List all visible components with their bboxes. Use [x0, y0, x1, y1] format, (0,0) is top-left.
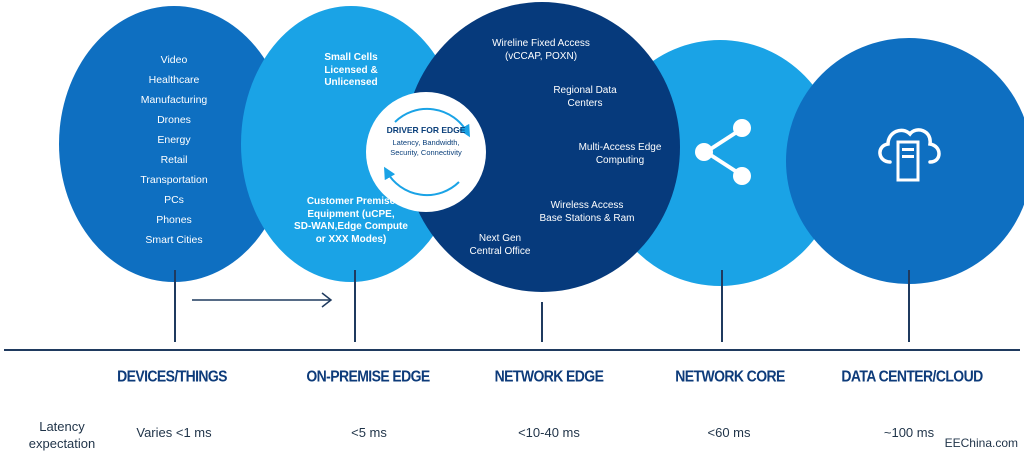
regional-line: Regional Data — [553, 85, 617, 96]
cycle-arrows-icon — [384, 107, 470, 197]
driver-line: Latency, Bandwidth, — [392, 138, 460, 147]
device-item: PCs — [164, 194, 184, 206]
latency-devices: Varies <1 ms — [136, 425, 212, 440]
baseline-divider — [4, 349, 1020, 351]
small-cells-label: Small Cells Licensed & Unlicensed — [298, 52, 404, 90]
regional-data-centers-label: Regional Data Centers — [540, 85, 630, 110]
device-item: Manufacturing — [140, 94, 208, 106]
multi-access-edge-label: Multi-Access Edge Computing — [560, 142, 680, 167]
regional-line: Centers — [567, 97, 603, 109]
driver-for-edge-title: DRIVER FOR EDGE — [386, 125, 466, 135]
latency-on-premise: <5 ms — [351, 425, 387, 440]
device-item: Healthcare — [148, 74, 200, 86]
network-core-connector — [721, 270, 723, 342]
cpe-line: Customer Premise — [306, 196, 396, 207]
small-cells-line: Licensed & — [324, 64, 378, 76]
device-item: Drones — [157, 114, 191, 126]
customer-premise-label: Customer Premise Equipment (uCPE, SD-WAN… — [278, 196, 424, 246]
mec-line: Multi-Access Edge — [578, 142, 662, 153]
latency-data-center: ~100 ms — [883, 425, 935, 440]
cpe-line: Equipment (uCPE, — [307, 208, 395, 220]
small-cells-line: Small Cells — [324, 52, 378, 63]
device-item: Energy — [157, 134, 191, 146]
latency-label-line: expectation — [28, 436, 96, 451]
tier-on-premise-edge: ON-PREMISE EDGE — [306, 367, 430, 385]
tier-devices-things: DEVICES/THINGS — [117, 367, 227, 385]
wireline-line: (vCCAP, POXN) — [504, 50, 578, 62]
cpe-line: or XXX Modes) — [315, 233, 387, 245]
small-cells-line: Unlicensed — [324, 77, 378, 88]
wireline-line: Wireline Fixed Access — [492, 38, 590, 49]
latency-expectation-label: Latency expectation — [8, 418, 116, 452]
wireless-access-label: Wireless Access Base Stations & Ram — [522, 200, 652, 225]
devices-connector — [174, 270, 176, 342]
device-item: Retail — [160, 154, 188, 166]
latency-network-edge: <10-40 ms — [518, 425, 580, 440]
on-premise-connector — [354, 270, 356, 342]
device-item: Transportation — [140, 174, 208, 186]
cpe-line: SD-WAN,Edge Compute — [294, 221, 408, 232]
device-item: Video — [160, 54, 188, 66]
mec-line: Computing — [595, 154, 645, 166]
driver-for-edge-circle — [366, 92, 486, 212]
tier-network-edge: NETWORK EDGE — [494, 367, 604, 385]
central-line: Central Office — [469, 245, 531, 257]
latency-label-line: Latency — [39, 419, 85, 434]
wireless-line: Wireless Access — [550, 200, 624, 211]
wireless-line: Base Stations & Ram — [539, 212, 635, 224]
network-edge-connector — [541, 302, 543, 342]
arrow-right-icon — [192, 292, 333, 308]
data-center-connector — [908, 270, 910, 342]
device-item: Smart Cities — [145, 234, 203, 246]
share-icon — [695, 119, 751, 185]
device-item: Phones — [156, 214, 192, 226]
driver-line: Security, Connectivity — [390, 148, 462, 157]
cloud-server-icon — [878, 128, 941, 182]
latency-network-core: <60 ms — [707, 425, 751, 440]
watermark: EEChina.com — [944, 436, 1018, 450]
wireline-fixed-access-label: Wireline Fixed Access (vCCAP, POXN) — [466, 38, 616, 63]
tier-network-core: NETWORK CORE — [675, 367, 785, 385]
central-line: Next Gen — [478, 233, 522, 244]
next-gen-central-office-label: Next Gen Central Office — [454, 233, 546, 258]
tier-data-center-cloud: DATA CENTER/CLOUD — [841, 367, 983, 385]
